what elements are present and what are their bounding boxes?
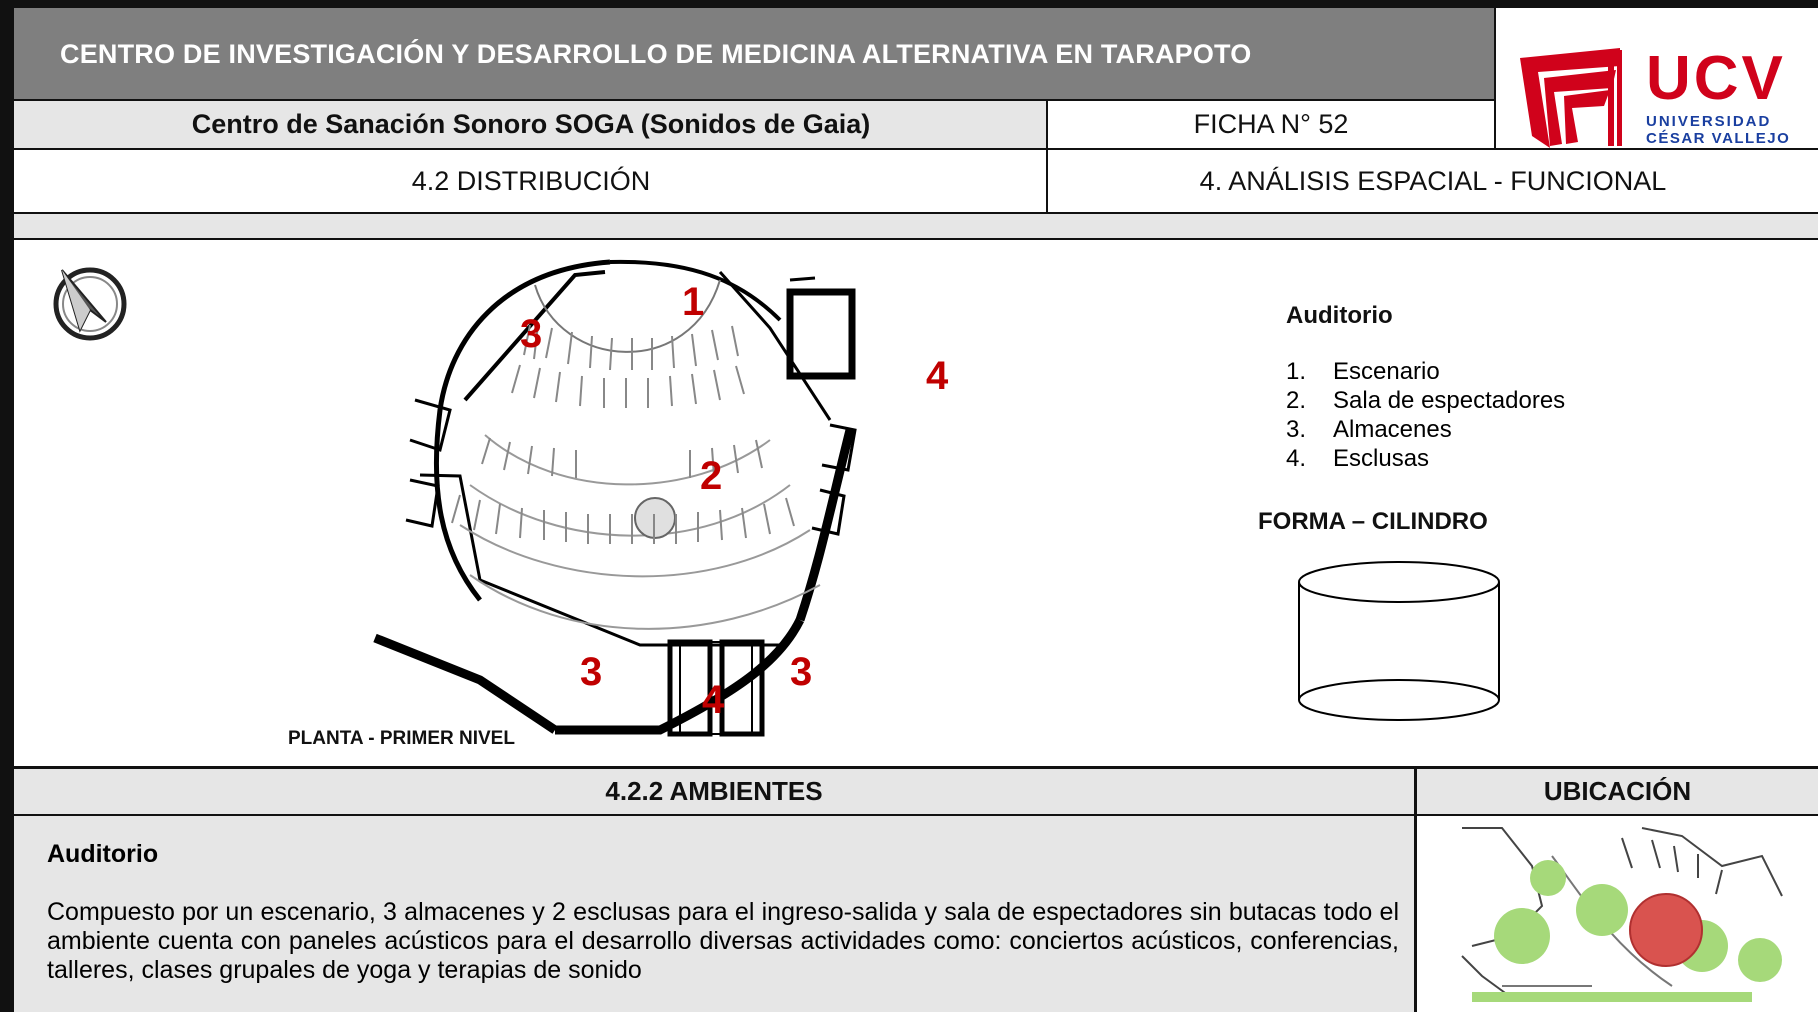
ficha-cell: FICHA N° 52 — [1048, 100, 1494, 148]
zone-number-1: 1 — [682, 280, 705, 324]
blank-band — [14, 214, 1818, 238]
zone-number-2: 2 — [700, 454, 723, 498]
ubicacion-header: UBICACIÓN — [1543, 776, 1692, 806]
compass-icon — [53, 267, 127, 341]
ucv-acronym: UCV — [1646, 44, 1786, 113]
ambientes-description: Compuesto por un escenario, 3 almacenes … — [47, 898, 1399, 984]
zone-number-4a: 4 — [926, 354, 949, 398]
zone-number-3a: 3 — [520, 312, 543, 356]
legend-item: 3.Almacenes — [1286, 416, 1452, 443]
ambientes-header-cell: 4.2.2 AMBIENTES — [14, 769, 1414, 814]
site-location-map — [1442, 826, 1788, 1002]
ubicacion-header-cell: UBICACIÓN — [1417, 769, 1818, 814]
zone-number-3c: 3 — [790, 650, 813, 694]
auditorium-floor-plan — [373, 259, 857, 737]
section-analisis: 4. ANÁLISIS ESPACIAL - FUNCIONAL — [1199, 165, 1667, 196]
zone-number-4b: 4 — [702, 678, 725, 722]
section-right-cell: 4. ANÁLISIS ESPACIAL - FUNCIONAL — [1048, 150, 1818, 212]
subtitle-cell: Centro de Sanación Sonoro SOGA (Sonidos … — [14, 100, 1048, 148]
forma-title: FORMA – CILINDRO — [1258, 508, 1488, 535]
legend-title: Auditorio — [1286, 302, 1393, 329]
ucv-emblem-icon — [1520, 48, 1622, 148]
subtitle: Centro de Sanación Sonoro SOGA (Sonidos … — [191, 108, 871, 139]
legend-item: 4.Esclusas — [1286, 445, 1430, 472]
ucv-logo: UCV UNIVERSIDAD CÉSAR VALLEJO — [1496, 8, 1818, 148]
ucv-line1: UNIVERSIDAD — [1646, 113, 1772, 130]
main-title-band: CENTRO DE INVESTIGACIÓN Y DESARROLLO DE … — [14, 8, 1494, 100]
legend-list: 1.Escenario 2.Sala de espectadores 3.Alm… — [1286, 358, 1565, 474]
main-title: CENTRO DE INVESTIGACIÓN Y DESARROLLO DE … — [60, 38, 1252, 69]
cylinder-icon — [1298, 561, 1500, 721]
zone-number-3b: 3 — [580, 650, 603, 694]
ficha-number: FICHA N° 52 — [1193, 108, 1349, 139]
ambientes-title: Auditorio — [47, 840, 159, 868]
section-distribucion: 4.2 DISTRIBUCIÓN — [411, 165, 651, 196]
legend-item: 1.Escenario — [1286, 358, 1440, 385]
plan-caption: PLANTA - PRIMER NIVEL — [288, 728, 515, 749]
legend-item: 2.Sala de espectadores — [1286, 387, 1566, 414]
ucv-line2: CÉSAR VALLEJO — [1646, 130, 1791, 147]
ambientes-body: Auditorio Compuesto por un escenario, 3 … — [14, 816, 1414, 1012]
section-left-cell: 4.2 DISTRIBUCIÓN — [14, 150, 1048, 212]
ambientes-header: 4.2.2 AMBIENTES — [605, 776, 823, 806]
